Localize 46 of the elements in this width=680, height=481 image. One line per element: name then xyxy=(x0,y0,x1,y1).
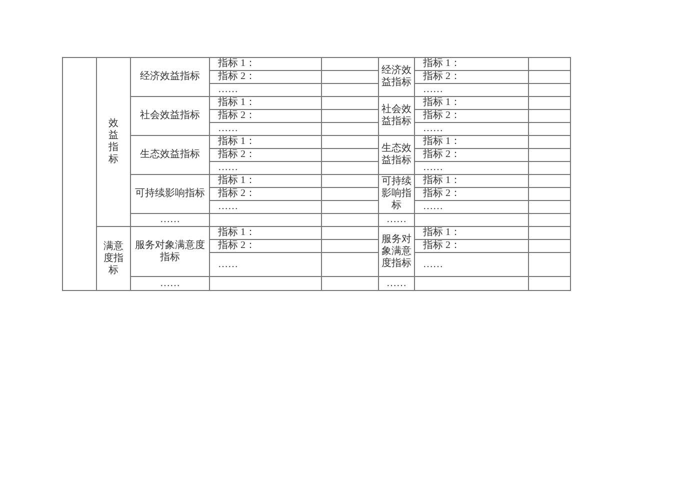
table-cell: 指标 2： xyxy=(415,240,529,253)
table-cell: …… xyxy=(210,123,322,136)
table-cell: 生态效益指标 xyxy=(131,136,210,175)
table-cell: 指标 1： xyxy=(210,136,322,149)
table-cell: 指标 1： xyxy=(415,227,529,240)
table-cell: 指标 2： xyxy=(210,71,322,84)
table-cell: 指标 1： xyxy=(415,136,529,149)
table-cell: 社会效益指标 xyxy=(379,97,415,136)
table-cell: 可持续影响指标 xyxy=(131,175,210,214)
table-cell: 指标 1： xyxy=(415,58,529,71)
table-cell: …… xyxy=(131,277,210,291)
table-cell: …… xyxy=(415,84,529,97)
table-cell: …… xyxy=(415,162,529,175)
table-cell: 服务对象满意度指标 xyxy=(379,227,415,277)
table-cell: 指标 2： xyxy=(415,188,529,201)
table-cell: 指标 1： xyxy=(210,58,322,71)
table-cell: 指标 2： xyxy=(415,149,529,162)
table-cell: 指标 1： xyxy=(415,97,529,110)
table-cell: 指标 2： xyxy=(415,71,529,84)
table-cell: 效益指标 xyxy=(97,58,131,227)
table-cell: …… xyxy=(415,253,529,277)
table-cell: 指标 2： xyxy=(210,240,322,253)
table-cell: 经济效益指标 xyxy=(379,58,415,97)
table-cell: 指标 1： xyxy=(210,227,322,240)
table-cell: …… xyxy=(131,214,210,227)
table-cell: 经济效益指标 xyxy=(131,58,210,97)
table-cell: 满意度指标 xyxy=(97,227,131,291)
table-cell: 指标 1： xyxy=(415,175,529,188)
table-cell: 指标 2： xyxy=(210,110,322,123)
table-cell: 服务对象满意度指标 xyxy=(131,227,210,277)
table-cell: 社会效益指标 xyxy=(131,97,210,136)
table-cell: 可持续影响指标 xyxy=(379,175,415,214)
table-cell: 指标 2： xyxy=(415,110,529,123)
table-cell: …… xyxy=(415,123,529,136)
table-cell: 指标 1： xyxy=(210,97,322,110)
table-cell: …… xyxy=(210,84,322,97)
table-cell: …… xyxy=(379,214,415,227)
table-cell: …… xyxy=(210,201,322,214)
table-cell: …… xyxy=(210,253,322,277)
table-cell: 指标 2： xyxy=(210,149,322,162)
table-cell: 生态效益指标 xyxy=(379,136,415,175)
table-cell: …… xyxy=(210,162,322,175)
table-cell: …… xyxy=(379,277,415,291)
table-cell: 指标 2： xyxy=(210,188,322,201)
table-cell: 指标 1： xyxy=(210,175,322,188)
table-cell: …… xyxy=(415,201,529,214)
